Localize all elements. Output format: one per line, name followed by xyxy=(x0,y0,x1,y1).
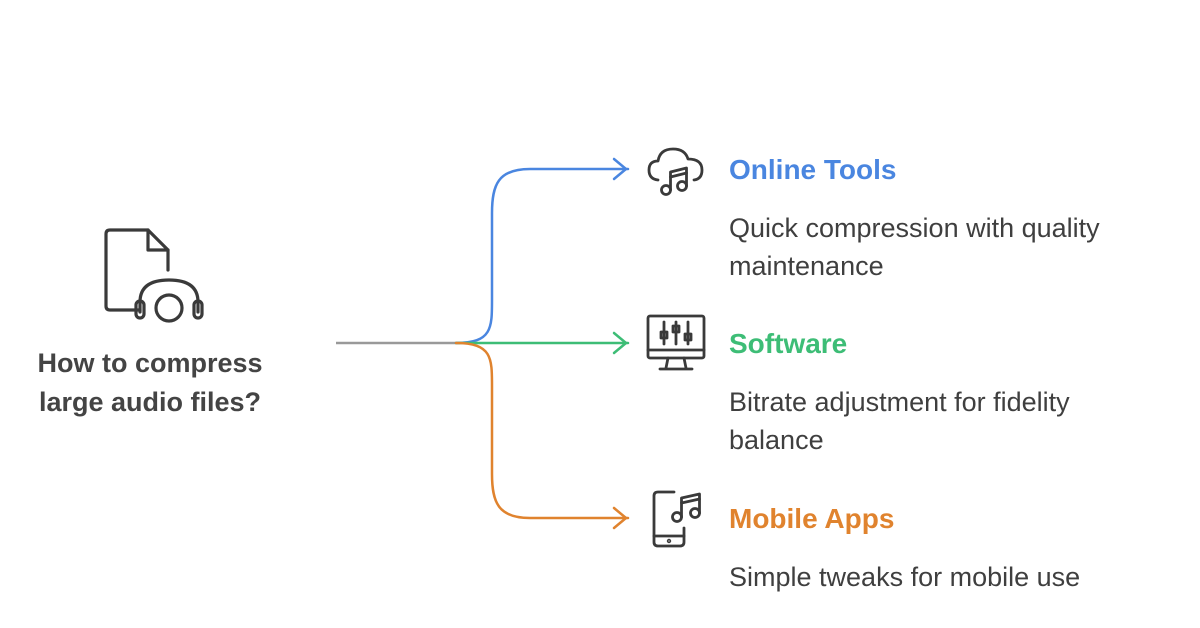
description-line: balance xyxy=(729,425,824,455)
audio-file-headphones-icon xyxy=(104,228,204,323)
arrowhead-mobile-apps xyxy=(612,506,628,530)
branch-connector-online-tools xyxy=(454,167,630,345)
cloud-music-icon xyxy=(647,147,704,196)
description-line: maintenance xyxy=(729,251,884,281)
arrowhead-software xyxy=(612,331,628,355)
arrowhead-online-tools xyxy=(612,157,628,181)
branch-connector-mobile-apps xyxy=(454,341,630,520)
branch-title-software: Software xyxy=(729,328,848,359)
description-line: Quick compression with quality xyxy=(729,213,1100,243)
branch-description-online-tools: Quick compression with quality maintenan… xyxy=(729,209,1199,285)
root-question-label: How to compress large audio files? xyxy=(0,344,300,422)
branch-title-mobile-apps: Mobile Apps xyxy=(729,503,895,534)
description-line: Simple tweaks for mobile use xyxy=(729,562,1081,592)
root-label-line-1: How to compress xyxy=(37,348,263,378)
monitor-equalizer-icon xyxy=(646,314,706,371)
description-line: Bitrate adjustment for fidelity xyxy=(729,387,1070,417)
branch-title-online-tools: Online Tools xyxy=(729,154,897,185)
root-label-line-2: large audio files? xyxy=(38,387,262,417)
phone-music-icon xyxy=(652,490,701,548)
branch-description-software: Bitrate adjustment for fidelity balance xyxy=(729,383,1199,459)
branch-description-mobile-apps: Simple tweaks for mobile use xyxy=(729,558,1199,596)
